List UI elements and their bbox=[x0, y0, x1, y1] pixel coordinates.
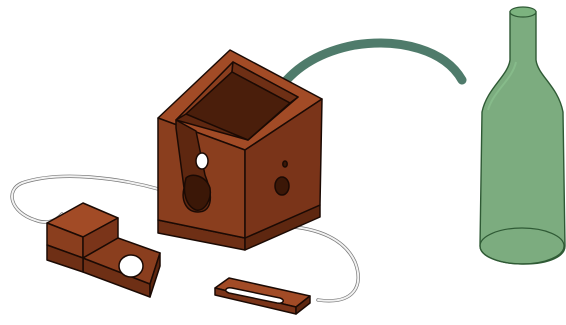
slot-plate bbox=[215, 278, 310, 314]
holder-block bbox=[158, 50, 322, 250]
clamp-piece bbox=[47, 203, 160, 297]
bottle-icon bbox=[480, 7, 565, 264]
